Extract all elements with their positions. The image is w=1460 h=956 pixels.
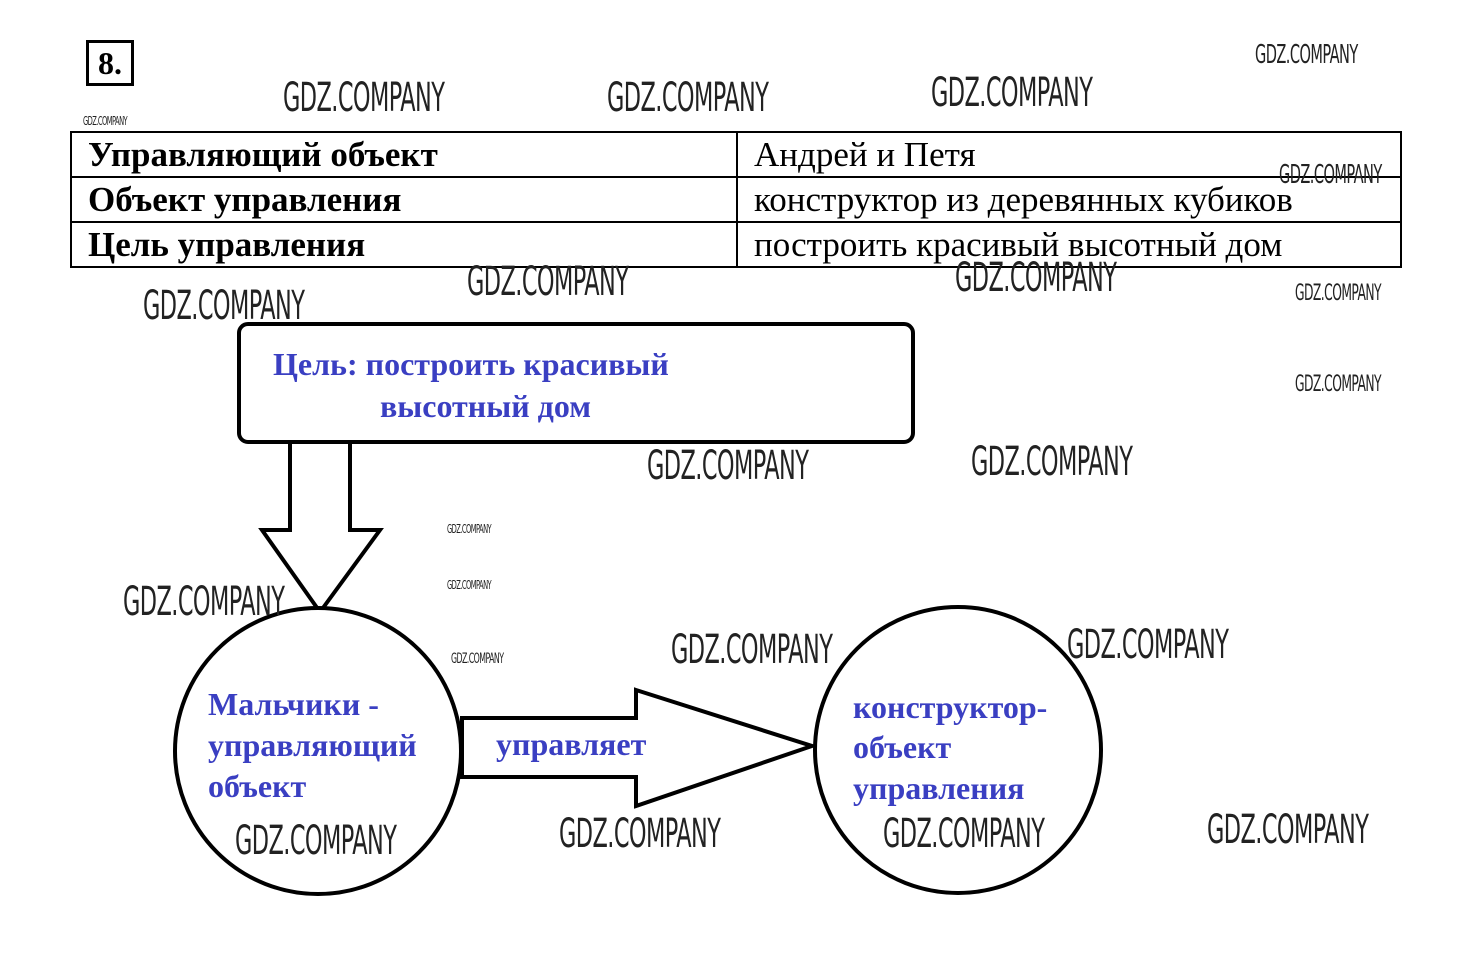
- watermark: GDZ.COMPANY: [1207, 807, 1369, 853]
- row-value: Андрей и Петя: [736, 131, 1402, 178]
- row-label: Цель управления: [70, 221, 738, 268]
- goal-text-line2: высотный дом: [380, 388, 591, 424]
- row-label: Объект управления: [70, 176, 738, 223]
- row-label: Управляющий объект: [70, 131, 738, 178]
- object-text: объект: [853, 729, 952, 765]
- object-text: управления: [853, 770, 1025, 806]
- watermark: GDZ.COMPANY: [883, 811, 1045, 857]
- watermark: GDZ.COMPANY: [1295, 372, 1382, 397]
- watermark: GDZ.COMPANY: [1279, 160, 1382, 190]
- controller-text: управляющий: [208, 727, 417, 763]
- watermark: GDZ.COMPANY: [143, 283, 305, 329]
- row-value: конструктор из деревянных кубиков: [736, 176, 1402, 223]
- watermark: GDZ.COMPANY: [1067, 622, 1229, 668]
- watermark: GDZ.COMPANY: [647, 443, 809, 489]
- watermark: GDZ.COMPANY: [1295, 281, 1382, 306]
- watermark: GDZ.COMPANY: [235, 818, 397, 864]
- watermark: GDZ.COMPANY: [607, 75, 769, 121]
- row-value: построить красивый высотный дом: [736, 221, 1402, 268]
- watermark: GDZ.COMPANY: [931, 70, 1093, 116]
- watermark: GDZ.COMPANY: [447, 522, 492, 536]
- watermark: GDZ.COMPANY: [283, 75, 445, 121]
- object-text: конструктор-: [853, 689, 1048, 725]
- watermark: GDZ.COMPANY: [123, 579, 285, 625]
- watermark: GDZ.COMPANY: [451, 651, 504, 667]
- goal-box: [237, 322, 915, 444]
- arrow-label: управляет: [496, 726, 647, 762]
- watermark: GDZ.COMPANY: [671, 627, 833, 673]
- down-arrow: [258, 440, 384, 616]
- controller-text: Мальчики -: [208, 686, 379, 722]
- controller-text: объект: [208, 768, 307, 804]
- watermark: GDZ.COMPANY: [83, 114, 128, 128]
- controlled-object-circle: [813, 605, 1103, 895]
- watermark: GDZ.COMPANY: [1255, 40, 1358, 70]
- watermark: GDZ.COMPANY: [559, 811, 721, 857]
- task-number: 8.: [86, 40, 134, 86]
- watermark: GDZ.COMPANY: [955, 255, 1117, 301]
- watermark: GDZ.COMPANY: [447, 578, 492, 592]
- watermark: GDZ.COMPANY: [467, 259, 629, 305]
- goal-text-line1: Цель: построить красивый: [273, 346, 669, 382]
- right-arrow: [460, 687, 819, 809]
- watermark: GDZ.COMPANY: [971, 439, 1133, 485]
